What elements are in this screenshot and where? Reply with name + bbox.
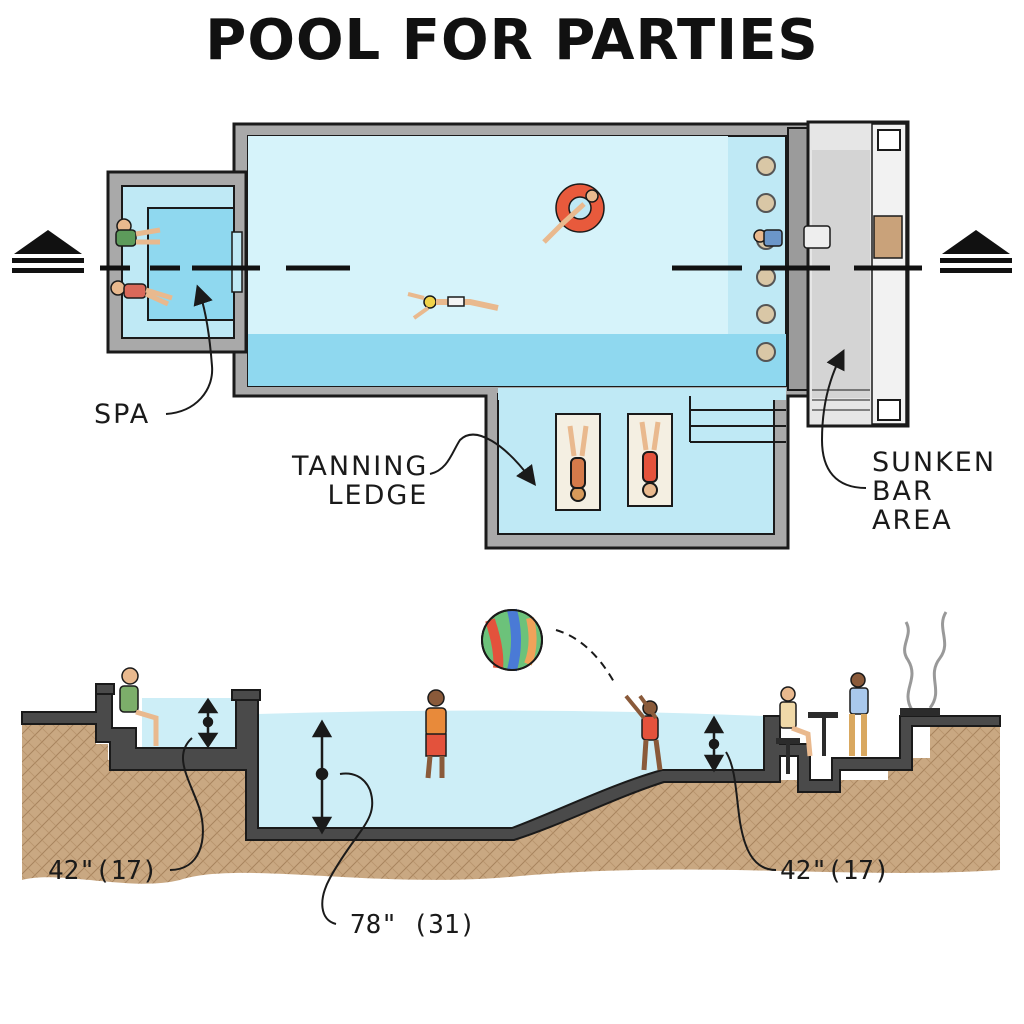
bar-appliance (873, 215, 903, 259)
leader-lines-plan (165, 284, 867, 489)
spa-leader (165, 284, 214, 415)
sunbed-1 (555, 413, 601, 511)
section-marker-right (940, 230, 1012, 273)
sunken-bar-area-label-line-2: BAR (872, 476, 934, 508)
sunken-bar-area-label-line-1: SUNKEN (872, 447, 997, 478)
tanning-leader (429, 433, 537, 486)
tanning-ledge-label: TANNING LEDGE (292, 452, 428, 510)
beach-ball (481, 608, 543, 672)
sunken-bar-area-label: SUNKEN BAR AREA (872, 447, 997, 537)
bar-counter (787, 127, 809, 391)
earth (22, 718, 1000, 884)
grill-smoke (903, 611, 948, 711)
bar-leader (820, 349, 867, 489)
dimension-arrows (197, 697, 725, 835)
bartender-section (849, 672, 869, 756)
guest-wading (425, 689, 447, 779)
spa-depth-label: 42"(17) (48, 856, 158, 886)
grill (900, 708, 940, 716)
diagram-title: POOL FOR PARTIES (205, 8, 819, 73)
spa-guest-section (119, 667, 159, 746)
spa-guest-2 (110, 280, 173, 307)
bar-depth-label: 42"(17) (780, 856, 890, 886)
float-guest (542, 183, 605, 244)
bartender (753, 225, 831, 249)
pool-depth-label: 78" (31) (350, 910, 476, 940)
section-water (258, 710, 764, 828)
spa-guest-1 (115, 218, 161, 247)
plan-view (12, 120, 1012, 550)
bar-stool-section (776, 712, 838, 774)
section-view (21, 608, 1001, 925)
sunbed-2 (627, 413, 673, 507)
swimmer (407, 292, 499, 320)
section-marker-left (12, 230, 84, 273)
bar-stools (756, 156, 776, 362)
guest-catching-ball (624, 694, 663, 771)
bar-guest-section (779, 686, 813, 757)
leader-lines-section (169, 737, 777, 925)
sunken-bar-area-label-line-3: AREA (872, 505, 953, 537)
ball-trajectory (555, 629, 615, 683)
ledge-steps (689, 396, 786, 443)
spa-label: SPA (94, 399, 151, 430)
tanning-ledge-label-line-2: LEDGE (327, 480, 429, 512)
concrete-shell (21, 685, 1001, 841)
tanning-ledge-label-line-1: TANNING (292, 451, 429, 482)
